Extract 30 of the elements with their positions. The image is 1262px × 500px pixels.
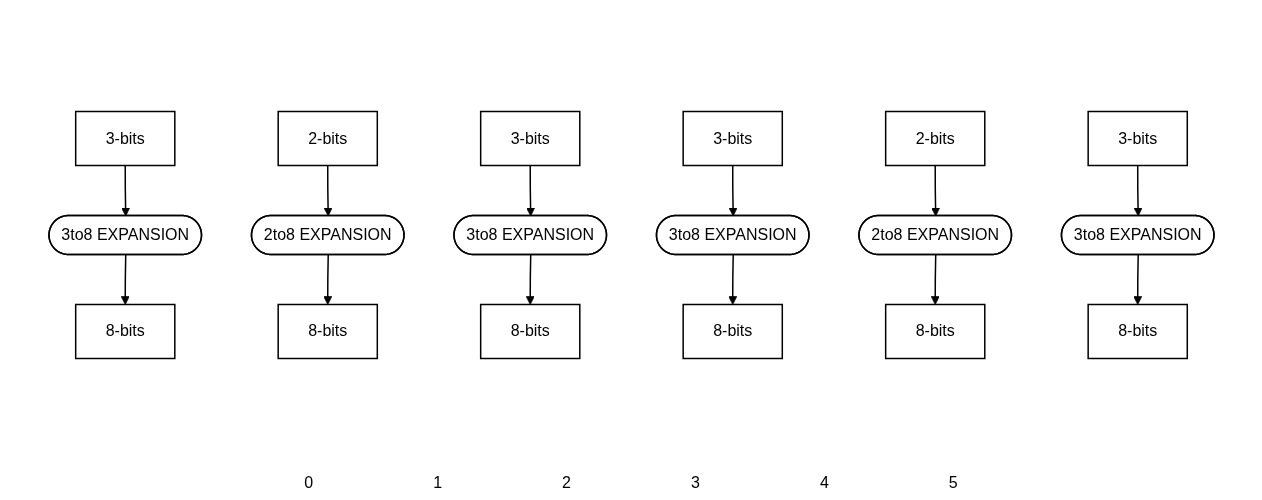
arrow	[728, 164, 737, 217]
arrow	[525, 164, 535, 217]
column-number: 3	[691, 474, 700, 492]
column-number: 0	[304, 474, 314, 492]
node-box: 3-bits	[74, 110, 176, 167]
node-box: 3-bits	[681, 110, 783, 167]
arrow	[120, 164, 130, 217]
arrow	[930, 254, 940, 305]
arrow	[120, 254, 130, 305]
node-box: 3-bits	[479, 110, 581, 167]
column-number: 1	[433, 474, 443, 492]
node-box: 8-bits	[276, 303, 378, 360]
column-number: 2	[562, 474, 571, 492]
node-box: 3-bits	[1086, 110, 1188, 167]
arrow	[930, 164, 940, 217]
node-box: 2-bits	[884, 110, 986, 167]
arrow	[322, 254, 332, 305]
arrow	[525, 254, 535, 305]
arrow	[1132, 254, 1142, 305]
arrow	[727, 254, 737, 305]
arrow	[1133, 164, 1142, 217]
node-box: 8-bits	[681, 303, 783, 360]
node-box: 8-bits	[74, 303, 176, 360]
node-box: 8-bits	[884, 303, 986, 360]
node-box: 2-bits	[276, 110, 378, 167]
node-box: 8-bits	[479, 303, 581, 360]
node-box: 8-bits	[1086, 303, 1188, 360]
column-number: 4	[819, 474, 829, 492]
arrow	[323, 164, 332, 217]
column-number: 5	[948, 474, 958, 492]
